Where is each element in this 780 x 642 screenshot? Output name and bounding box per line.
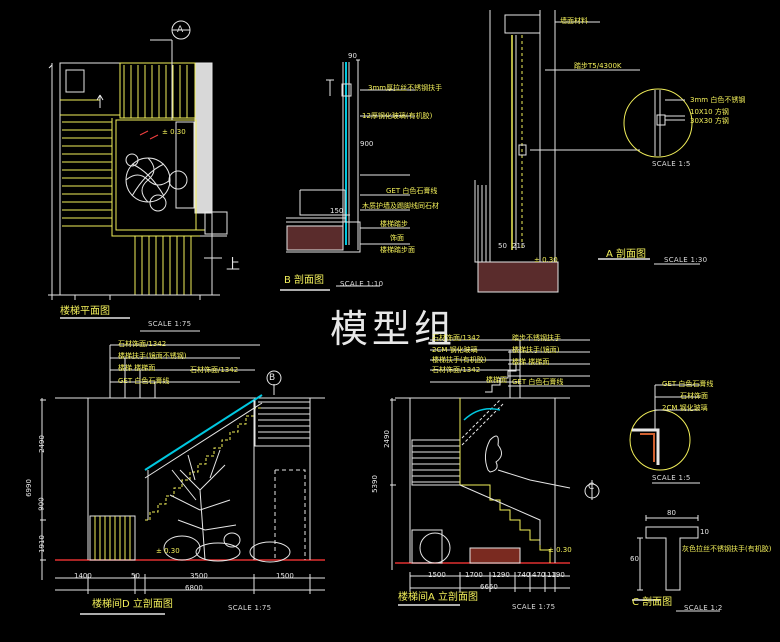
dim-c-80: 80 [667,509,676,517]
dim-a-470: 470 [532,571,546,579]
dim-a-1190: 1190 [547,571,565,579]
stair-d-elev: ± 0.30 [156,547,180,555]
note-b5: 楼梯踏步 [380,220,408,228]
plan-elevation: ± 0.30 [162,128,186,136]
dim-d-6800: 6800 [185,584,203,592]
note-t1: 灰色拉丝不锈钢扶手(有机胶) [682,545,772,553]
note-d2: 楼梯扶手(镜面不锈钢) [118,352,187,360]
watermark-text: 模型组 [330,307,457,351]
note-e9: 楼梯面 [486,376,507,384]
section-marker-c: C [588,482,595,492]
note-a2: 踏步T5/4300K [574,62,622,70]
a-section-elev: ± 0.30 [534,256,558,264]
note-b2: 12厚钢化玻璃(有机胶) [362,112,433,120]
dim-a-1700: 1700 [465,571,483,579]
note-e5: 踏步不锈钢扶手 [512,334,561,342]
note-d5: GET 白色石膏线 [118,377,170,385]
detail-a-scale: SCALE 1:5 [652,160,691,168]
note-d4: 石材饰面/1342 [190,366,239,374]
note-d3: 楼梯 楼梯面 [118,364,156,372]
dim-a-2490: 2490 [382,430,391,448]
a-section-scale: SCALE 1:30 [664,256,708,264]
detail-c [629,384,700,484]
stair-a-title: 楼梯间A 立剖面图 [398,592,479,603]
plant-symbol [125,153,188,212]
stair-d-title: 楼梯间D 立剖面图 [92,599,173,610]
note-c2: 石材饰面 [680,392,708,400]
section-marker-a: A [177,25,184,35]
stair-a-elevation [390,339,600,606]
dim-a-5390: 5390 [370,475,379,493]
dim-c-10: 10 [700,528,709,536]
dim-c-60: 60 [630,555,639,563]
dim-d-900: 900 [37,497,46,511]
note-a4: 10X10 方钢 [690,108,729,116]
note-c1: GET 白色石膏线 [662,380,714,388]
tree-symbol [169,449,237,561]
note-a3: 3mm 白色不锈钢 [690,96,746,104]
note-c3: 2CM 钢化玻璃 [662,404,708,412]
dim-a-1500: 1500 [428,571,446,579]
note-e6: 楼梯扶手(镜面) [512,346,560,354]
c-section [632,515,720,612]
note-b4: 木质护墙及踢脚线同石材 [362,202,439,210]
stair-a-elev: ± 0.30 [548,546,572,554]
b-section [280,59,415,291]
note-e7: 楼梯 楼梯面 [512,358,550,366]
dim-d-3500: 3500 [190,572,208,580]
note-b1: 3mm厚拉丝不锈钢扶手 [368,84,443,92]
note-e1: 石材饰面/1342 [432,334,481,342]
note-e8: GET 白色石膏线 [512,378,564,386]
note-a1: 墙面材料 [560,17,588,25]
note-d1: 石材饰面/1342 [118,340,167,348]
note-b6: 饰面 [390,234,404,242]
note-e4: 石材饰面/1342 [432,366,481,374]
dim-a-50: 50 [498,242,507,250]
plan-up-label: 上 [226,257,240,273]
c-section-title: C 剖面图 [632,597,673,608]
b-section-title: B 剖面图 [284,275,325,286]
stair-a-scale: SCALE 1:75 [512,603,556,611]
plan-view [48,20,228,332]
dim-a-740: 740 [517,571,531,579]
a-section [474,10,700,293]
dim-b-150: 150 [330,207,344,215]
note-e3: 楼梯扶手(有机胶) [432,356,487,364]
plan-scale: SCALE 1:75 [148,320,192,328]
stair-d-scale: SCALE 1:75 [228,604,272,612]
dim-b-900: 900 [360,140,374,148]
dim-a-215: 215 [512,242,526,250]
a-section-title: A 剖面图 [606,249,647,260]
plan-title: 楼梯平面图 [60,306,110,317]
stair-d-elevation [40,344,325,615]
stones [163,532,291,563]
c-section-scale: SCALE 1:2 [684,604,723,612]
dim-d-1910: 1910 [37,535,46,553]
note-a5: 30X30 方钢 [690,117,729,125]
section-marker-b: B [269,373,276,383]
note-e2: 2CM 钢化玻璃 [432,346,478,354]
dim-a-6660: 6660 [480,583,498,591]
b-section-scale: SCALE 1:10 [340,280,384,288]
dim-a-1290: 1290 [492,571,510,579]
detail-c-scale: SCALE 1:5 [652,474,691,482]
dim-d-50: 50 [131,572,140,580]
dim-d-2490: 2490 [37,435,46,453]
dim-d-6990: 6990 [24,479,33,497]
note-b3: GET 白色石膏线 [386,187,438,195]
dim-b-90: 90 [348,52,357,60]
note-b7: 楼梯踏步面 [380,246,415,254]
sculpture-symbol [484,435,502,473]
dim-d-1500: 1500 [276,572,294,580]
section-cut-marks [139,130,159,140]
dim-d-1400: 1400 [74,572,92,580]
